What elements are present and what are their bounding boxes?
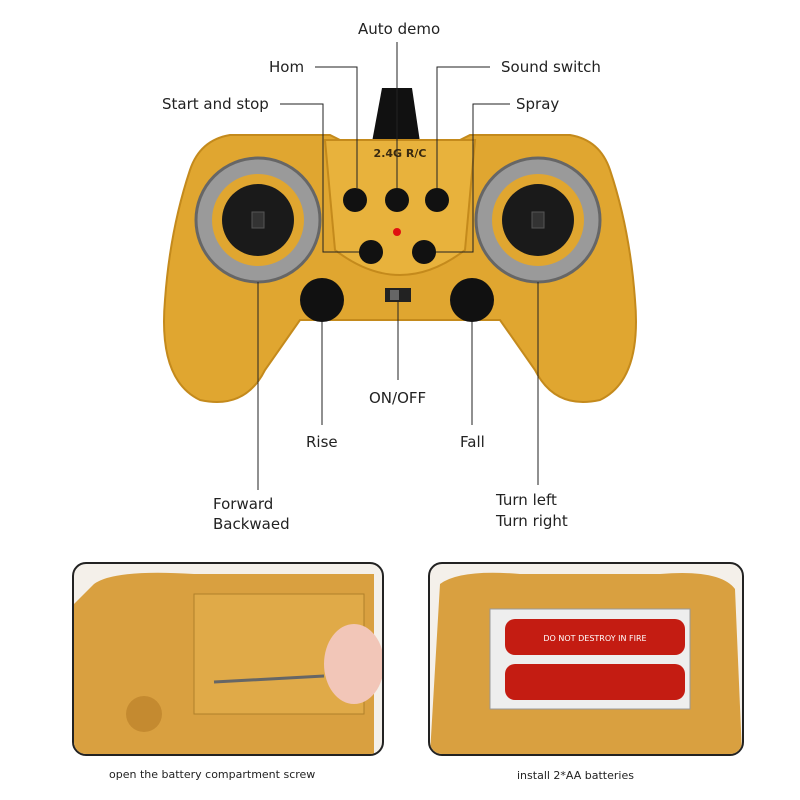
label-horn: Hom <box>269 58 305 76</box>
auto-demo-button <box>385 188 409 212</box>
label-spray: Spray <box>516 95 560 113</box>
spray-button <box>412 240 436 264</box>
label-start-stop: Start and stop <box>162 95 269 113</box>
label-turn-right: Turn right <box>496 512 568 530</box>
photo-open-screw <box>72 562 384 756</box>
leader-lines <box>257 42 539 490</box>
battery-1 <box>505 619 685 655</box>
label-backward: Backwaed <box>213 515 290 533</box>
brand-text: 2.4G R/C <box>374 147 427 160</box>
label-sound-switch: Sound switch <box>501 58 601 76</box>
right-joystick <box>474 156 602 284</box>
label-fall: Fall <box>460 433 485 451</box>
label-on-off: ON/OFF <box>369 389 427 407</box>
battery-2 <box>505 664 685 700</box>
photo-batteries: DO NOT DESTROY IN FIRE <box>428 562 744 756</box>
label-rise: Rise <box>306 433 338 451</box>
sound-switch-button <box>425 188 449 212</box>
caption-right: install 2*AA batteries <box>517 769 634 782</box>
antenna <box>372 88 420 142</box>
label-turn-left: Turn left <box>496 491 557 509</box>
power-led <box>393 228 401 236</box>
label-forward: Forward <box>213 495 274 513</box>
start-stop-button <box>359 240 383 264</box>
label-auto-demo: Auto demo <box>358 20 441 38</box>
left-joystick <box>194 156 322 284</box>
horn-button <box>343 188 367 212</box>
battery-text: DO NOT DESTROY IN FIRE <box>543 634 646 643</box>
rise-button <box>300 278 344 322</box>
caption-left: open the battery compartment screw <box>109 768 316 781</box>
fall-button <box>450 278 494 322</box>
